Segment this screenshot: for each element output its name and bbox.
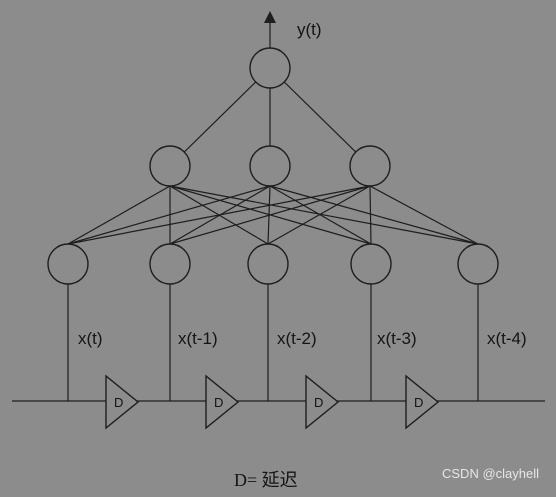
input-node [149,243,191,285]
output-node [249,47,291,89]
edge [67,185,171,245]
hidden-node [249,145,291,187]
connections [12,22,545,402]
input-node [247,243,289,285]
delay-block [205,374,240,430]
edge [269,185,372,245]
delay-label: D [314,395,323,410]
input-label-3: x(t-3) [377,329,417,348]
input-label-1: x(t-1) [178,329,218,348]
edge [269,67,371,167]
delay-label: D [414,395,423,410]
input-node [457,243,499,285]
input-node [47,243,89,285]
output-label: y(t) [297,20,322,39]
edge [267,185,371,245]
edge [169,185,479,245]
input-label-4: x(t-4) [487,329,527,348]
edge [169,67,271,167]
delay-label: D [114,395,123,410]
input-node [350,243,392,285]
caption: D= 延迟 [234,470,298,490]
hidden-node [349,145,391,187]
delay-block [405,374,440,430]
edge [269,185,479,245]
edge [369,185,479,245]
edge [67,185,271,245]
delay-label: D [214,395,223,410]
input-label-0: x(t) [78,329,103,348]
delay-block [105,374,140,430]
edge [67,185,371,245]
watermark: CSDN @clayhell [442,466,539,481]
edge [169,185,371,245]
hidden-node [149,145,191,187]
delay-block [305,374,340,430]
edge [369,185,372,245]
input-label-2: x(t-2) [277,329,317,348]
output-arrowhead [264,11,276,23]
